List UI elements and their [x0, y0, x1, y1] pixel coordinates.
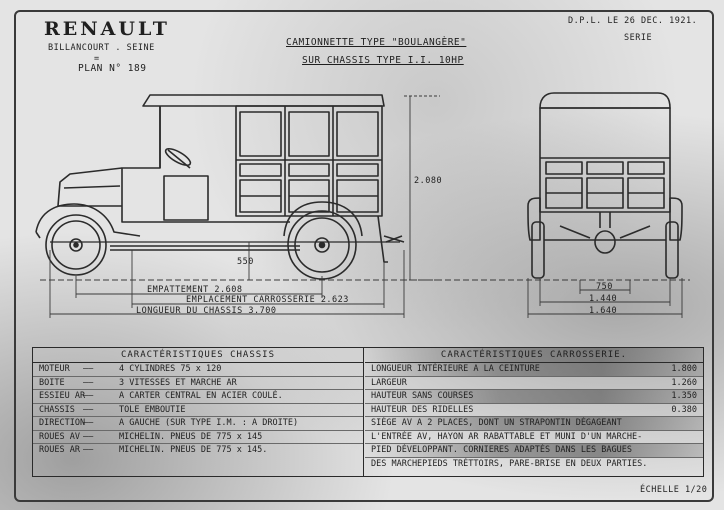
table-row: ROUES AR——MICHELIN. PNEUS DE 775 x 145. — [39, 445, 268, 455]
location-text: BILLANCOURT . SEINE — [48, 43, 155, 53]
steering-wheel — [164, 147, 192, 167]
rear-right-wheel — [665, 221, 679, 279]
table-row: DES MARCHEPIEDS TRÉTTOIRS, PARE-BRISE EN… — [371, 458, 648, 469]
table-row: ROUES AV——MICHELIN. PNEUS DE 775 x 145 — [33, 431, 363, 444]
side-cargo-body — [235, 105, 383, 217]
table-row: CHASSIS——TOLE EMBOUTIE — [33, 404, 363, 417]
plan-number: PLAN N° 189 — [78, 63, 147, 74]
table-row: ESSIEU AR——A CARTER CENTRAL EN ACIER COU… — [33, 390, 363, 404]
carrosserie-heading: CARACTÉRISTIQUES CARROSSERIE. — [365, 348, 703, 363]
drawing-date: D.P.L. LE 26 DEC. 1921. — [568, 16, 698, 26]
chassis-heading: CARACTÉRISTIQUES CHASSIS — [33, 348, 363, 363]
table-row: SIÈGE AV A 2 PLACES, DONT UN STRAPONTIN … — [365, 417, 703, 431]
dim-overall-width: 1.640 — [589, 306, 618, 316]
dim-chassis-length: LONGUEUR DU CHASSIS 3.700 — [136, 306, 277, 316]
specifications-table: CARACTÉRISTIQUES CHASSIS MOTEUR——4 CYLIN… — [32, 347, 704, 477]
drawing-frame — [14, 10, 714, 502]
rear-left-fender — [527, 197, 541, 241]
table-row: BOITE——3 VITESSES ET MARCHE AR — [33, 377, 363, 390]
scale-label: ÉCHELLE 1/20 — [640, 485, 708, 495]
brand-logo-text: RENAULT — [44, 18, 170, 40]
front-fender — [35, 203, 141, 237]
dim-body-location: EMPLACEMENT CARROSSERIE 2.623 — [186, 295, 349, 305]
rear-right-fender — [669, 197, 683, 241]
rear-roof — [539, 92, 671, 109]
rear-tailgate — [377, 215, 388, 263]
table-row: DIRECTION——A GAUCHE (SUR TYPE I.M. : A D… — [33, 417, 363, 431]
dim-track-mid: 1.440 — [589, 294, 618, 304]
table-row: L'ENTRÉE AV, HAYON AR RABATTABLE ET MUNI… — [365, 431, 703, 444]
differential — [594, 230, 616, 254]
drawing-title-line1: CAMIONNETTE TYPE "BOULANGÈRE" — [286, 37, 467, 48]
series-label: SERIE — [624, 33, 653, 43]
drawing-title-line2: SUR CHASSIS TYPE I.I. 10HP — [302, 55, 464, 66]
rear-fender — [283, 201, 363, 237]
front-wheel — [45, 214, 107, 276]
dim-wheelbase: EMPATTEMENT 2.608 — [147, 285, 243, 295]
chassis-characteristics: CARACTÉRISTIQUES CHASSIS MOTEUR——4 CYLIN… — [33, 348, 364, 476]
rear-body — [539, 107, 671, 213]
table-row: PIED DÉVELOPPANT. CORNIERES ADAPTÉS DANS… — [365, 444, 703, 458]
dim-track-front: 750 — [596, 282, 613, 292]
rear-left-wheel — [531, 221, 545, 279]
dim-height: 2.080 — [414, 176, 443, 186]
dim-ground-clearance: 550 — [237, 257, 254, 267]
header-separator: = — [94, 54, 100, 64]
body-characteristics: CARACTÉRISTIQUES CARROSSERIE. LONGUEUR I… — [365, 348, 703, 476]
table-row: MOTEUR——4 CYLINDRES 75 x 120 — [33, 363, 363, 377]
side-bonnet — [57, 167, 123, 207]
side-roof — [142, 94, 385, 107]
